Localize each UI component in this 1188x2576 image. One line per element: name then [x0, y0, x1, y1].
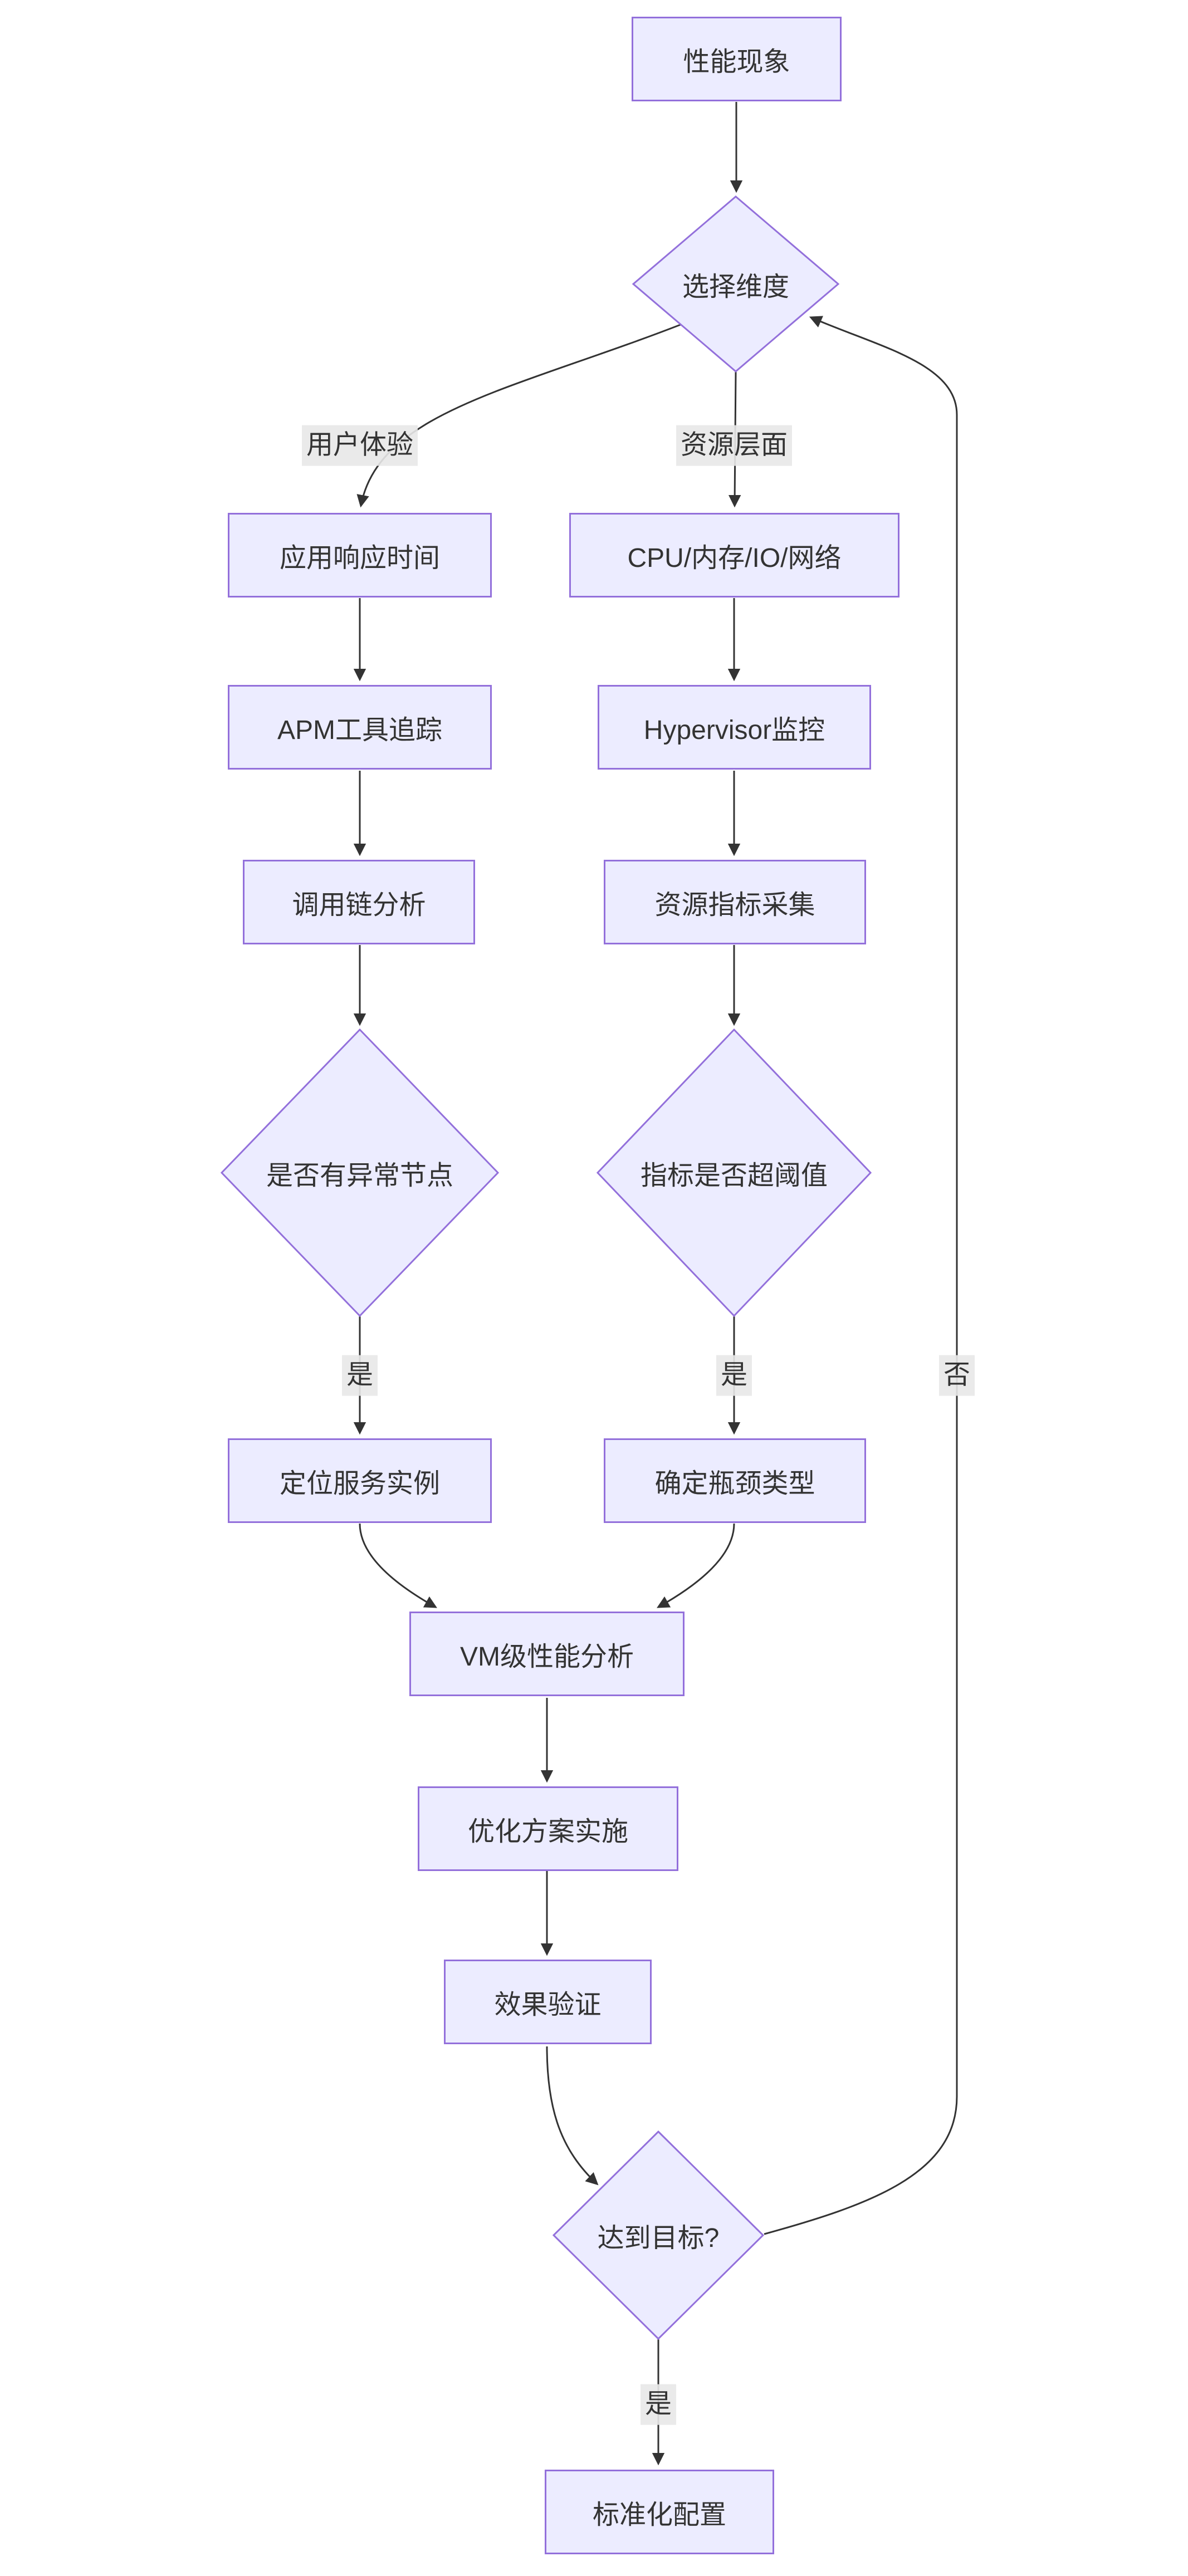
edge-locate-to-vm	[359, 1523, 437, 1608]
node-vm-level-analysis: VM级性能分析	[409, 1612, 685, 1696]
node-performance-phenomenon: 性能现象	[632, 17, 842, 101]
node-apm-tool-tracing: APM工具追踪	[228, 685, 492, 770]
node-resource-metric-collection: 资源指标采集	[604, 860, 866, 944]
node-standardized-configuration: 标准化配置	[545, 2470, 774, 2554]
edge-determine-to-vm	[657, 1523, 735, 1608]
node-effect-verification: 效果验证	[444, 1960, 652, 2044]
diamond-abnormal-node-check	[220, 1028, 500, 1318]
edge-label-yes-bottom: 是	[640, 2384, 677, 2425]
node-label: APM工具追踪	[277, 716, 443, 745]
node-call-chain-analysis: 调用链分析	[243, 860, 475, 944]
node-label: 性能现象	[683, 47, 790, 77]
node-label: 调用链分析	[292, 890, 426, 920]
edge-label-resource-level: 资源层面	[676, 425, 793, 466]
edge-label-yes-right: 是	[716, 1355, 752, 1396]
node-label: 效果验证	[494, 1990, 602, 2020]
node-locate-service-instance: 定位服务实例	[228, 1438, 492, 1523]
edge-choose-to-app	[356, 324, 681, 508]
node-label: 定位服务实例	[279, 1469, 440, 1498]
node-label: 资源指标采集	[654, 890, 815, 920]
node-label: 确定瓶颈类型	[654, 1469, 815, 1498]
diamond-threshold-check	[596, 1028, 872, 1318]
edge-label-user-experience: 用户体验	[301, 425, 418, 466]
node-label: 优化方案实施	[467, 1817, 628, 1847]
edge-label-no: 否	[938, 1355, 975, 1396]
diamond-choose-dimension	[632, 195, 840, 373]
node-optimization-implementation: 优化方案实施	[418, 1786, 678, 1871]
node-determine-bottleneck-type: 确定瓶颈类型	[604, 1438, 866, 1523]
node-label: CPU/内存/IO/网络	[627, 543, 842, 573]
edge-effect-to-goal	[546, 2046, 599, 2186]
node-app-response-time: 应用响应时间	[228, 513, 492, 598]
node-hypervisor-monitoring: Hypervisor监控	[598, 685, 871, 770]
edge-goal-no-loop	[764, 316, 958, 2235]
diamond-goal-reached	[552, 2130, 765, 2340]
node-label: 应用响应时间	[279, 543, 440, 573]
node-label: 标准化配置	[592, 2500, 726, 2530]
node-cpu-mem-io-network: CPU/内存/IO/网络	[569, 513, 899, 598]
node-label: Hypervisor监控	[643, 716, 825, 745]
edge-label-yes-left: 是	[341, 1355, 378, 1396]
node-label: VM级性能分析	[459, 1642, 634, 1672]
